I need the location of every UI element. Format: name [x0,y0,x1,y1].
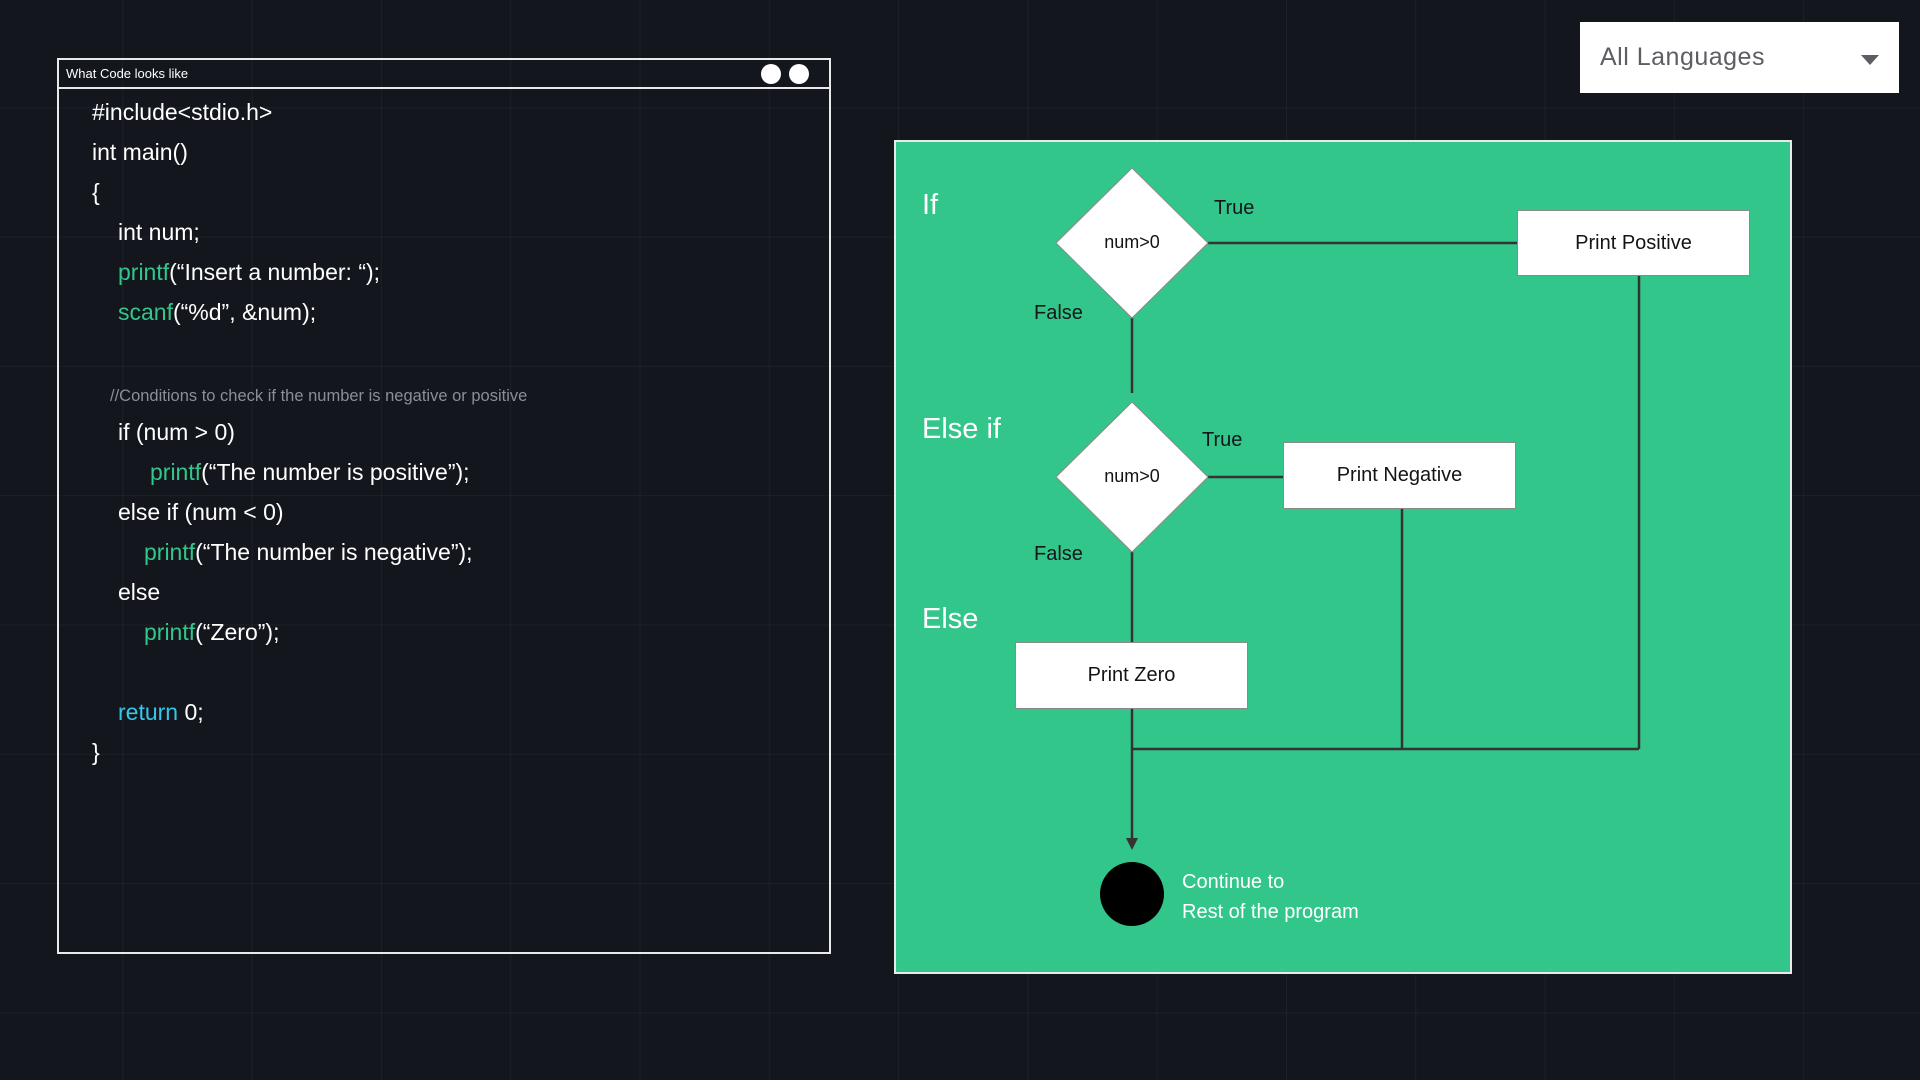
decision-condition-first: num>0 [1104,232,1160,252]
end-node-label-line: Rest of the program [1182,901,1359,923]
code-function-name: scanf [118,299,173,325]
code-window-title: What Code looks like [66,66,189,81]
code-function-args: (“The number is positive”); [201,459,470,485]
branch-label-false: False [1034,543,1083,565]
code-line-main: int main() [92,139,188,165]
action-box-print-zero: Print Zero [1015,642,1248,709]
code-line-printf-zero: printf(“Zero”); [144,617,279,647]
code-line-if: if (num > 0) [118,419,235,445]
section-label-else: Else [922,603,979,635]
code-function-args: (“Zero”); [195,619,280,645]
code-keyword: return [118,699,179,725]
code-window: What Code looks like #include<stdio.h> i… [57,58,831,954]
action-box-print-negative: Print Negative [1283,442,1516,509]
code-function-name: printf [150,459,202,485]
code-line-printf-negative: printf(“The number is negative”); [144,537,473,567]
code-line-scanf: scanf(“%d”, &num); [118,297,316,327]
code-window-titlebar: What Code looks like [59,60,829,89]
section-label-if: If [922,189,939,221]
window-controls [761,63,809,84]
decision-condition-second: num>0 [1104,466,1160,486]
code-function-args: (“Insert a number: “); [169,259,381,285]
end-node-label: Continue to Rest of the program [1182,867,1359,927]
code-line-open-brace: { [92,179,100,205]
action-box-print-positive: Print Positive [1517,210,1750,276]
code-function-name: printf [144,539,196,565]
flowchart-panel: If Else if Else num>0 num>0 True False T… [894,140,1792,974]
code-line-include: #include<stdio.h> [92,99,273,125]
code-line-else-if: else if (num < 0) [118,499,284,525]
decision-diamond-first [1055,167,1209,319]
branch-label-true: True [1214,197,1255,219]
language-select-value: All Languages [1600,43,1765,71]
code-line-declaration: int num; [118,219,200,245]
code-line-printf-positive: printf(“The number is positive”); [150,457,470,487]
end-node-label-line: Continue to [1182,871,1285,893]
code-line-else: else [118,579,161,605]
code-function-args: (“The number is negative”); [195,539,473,565]
branch-label-true: True [1202,429,1243,451]
section-label-else-if: Else if [922,413,1001,445]
decision-diamond-second [1055,401,1209,553]
code-function-name: printf [144,619,196,645]
chevron-down-icon [1861,54,1879,65]
flowchart-diagram [1055,167,1641,926]
code-comment: //Conditions to check if the number is n… [110,387,528,405]
branch-label-false: False [1034,302,1083,324]
window-control-button[interactable] [761,63,781,84]
end-node-circle [1100,862,1164,926]
code-line-return: return 0; [118,697,204,727]
code-function-name: printf [118,259,170,285]
code-line-printf-prompt: printf(“Insert a number: “); [118,257,380,287]
code-editor: #include<stdio.h> int main() { int num; … [59,89,829,949]
code-line-close-brace: } [92,739,100,765]
language-select[interactable]: All Languages [1580,22,1899,93]
code-function-args: (“%d”, &num); [172,299,317,325]
window-control-button[interactable] [789,63,809,84]
code-return-value: 0; [178,699,204,725]
